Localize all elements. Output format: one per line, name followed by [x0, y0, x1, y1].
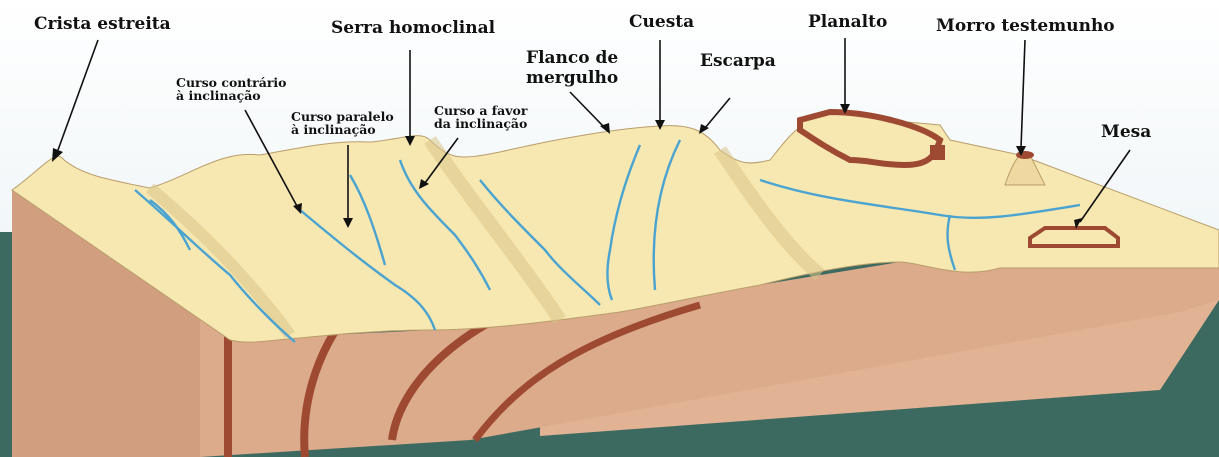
label-curso-a-favor: Curso a favor da inclinação: [434, 104, 527, 130]
label-flanco-de-mergulho: Flanco de mergulho: [526, 48, 618, 89]
plateau-step: [930, 145, 945, 160]
label-curso-contrario: Curso contrário à inclinação: [176, 76, 287, 102]
label-escarpa: Escarpa: [700, 53, 776, 70]
label-cuesta: Cuesta: [629, 14, 694, 31]
mesa-top: [1030, 228, 1118, 246]
butte-cap: [1016, 151, 1034, 159]
label-serra-homoclinal: Serra homoclinal: [331, 20, 495, 37]
label-curso-paralelo: Curso paralelo à inclinação: [291, 110, 394, 136]
label-planalto: Planalto: [808, 14, 887, 31]
label-morro-testemunho: Morro testemunho: [936, 18, 1115, 35]
label-mesa: Mesa: [1101, 124, 1151, 141]
label-crista-estreita: Crista estreita: [34, 16, 171, 33]
